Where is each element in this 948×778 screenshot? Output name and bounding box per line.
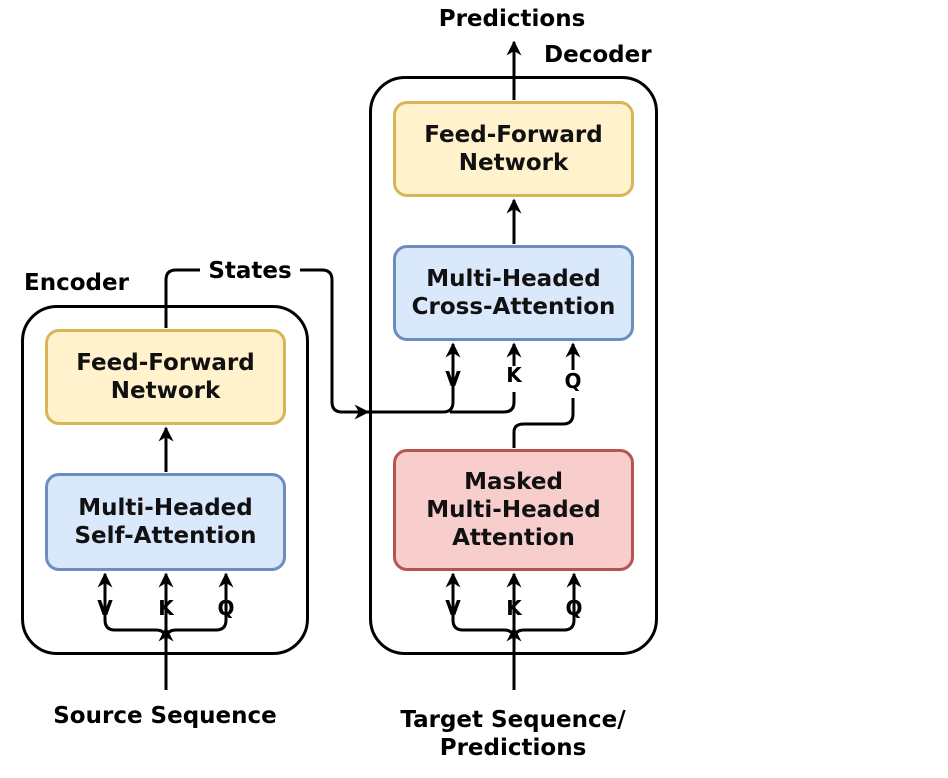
- decoder-split-bracket: [451, 598, 576, 642]
- source-sequence-label: Source Sequence: [53, 703, 277, 729]
- encoder-states-wire: [164, 268, 370, 420]
- predictions-output-label: Predictions: [438, 6, 586, 32]
- masked-to-q-wire: [512, 398, 575, 448]
- decoder-masked-attention-box: Masked Multi-Headed Attention: [393, 449, 634, 571]
- encoder-title: Encoder: [24, 270, 129, 296]
- masked-input-k: K: [506, 596, 522, 620]
- masked-input-q: Q: [565, 596, 583, 620]
- decoder-feed-forward-box: Feed-Forward Network: [393, 101, 634, 197]
- states-to-k-wire: [450, 392, 516, 414]
- decoder-title: Decoder: [544, 42, 652, 68]
- cross-input-v: V: [445, 367, 461, 391]
- masked-input-v: V: [445, 596, 461, 620]
- decoder-cross-attention-box: Multi-Headed Cross-Attention: [393, 245, 634, 341]
- states-label: States: [200, 257, 300, 285]
- cross-input-q: Q: [564, 369, 582, 393]
- encoder-feed-forward-box: Feed-Forward Network: [45, 329, 286, 425]
- cross-input-k: K: [506, 363, 522, 387]
- encoder-input-v: V: [97, 596, 113, 620]
- encoder-input-q: Q: [217, 596, 235, 620]
- encoder-self-attention-box: Multi-Headed Self-Attention: [45, 473, 286, 571]
- encoder-input-k: K: [158, 596, 174, 620]
- encoder-split-bracket: [103, 598, 228, 642]
- states-to-v-wire: [362, 370, 455, 414]
- target-sequence-label: Target Sequence/ Predictions: [400, 707, 626, 761]
